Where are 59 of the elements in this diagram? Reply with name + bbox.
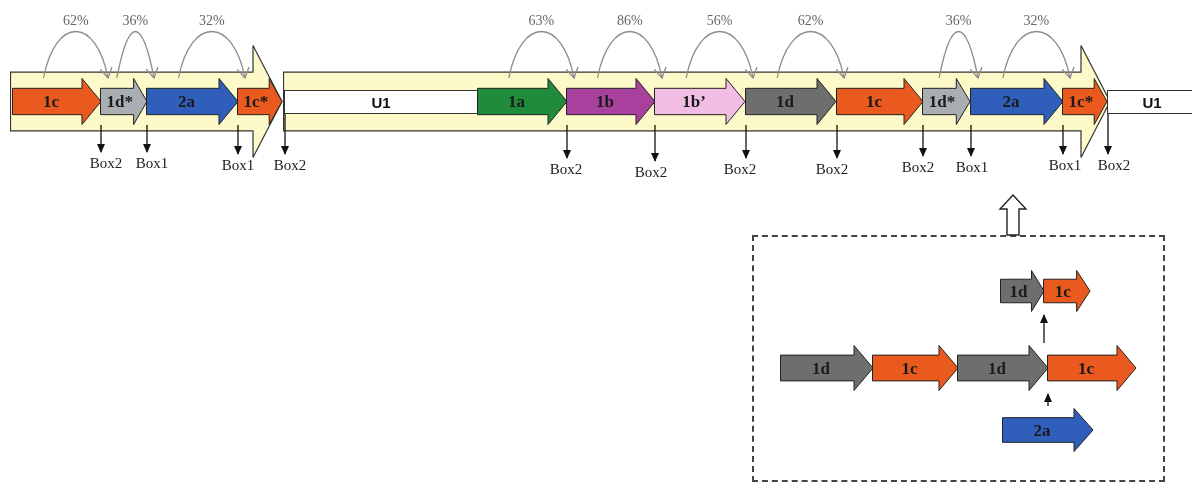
curved-arrow [1002,30,1074,79]
box-label: Box1 [955,159,989,175]
gene-label: 1d [1009,282,1028,300]
gene-label: 1d [776,93,794,110]
arrow [742,124,750,159]
gene-label: 2a [1002,93,1020,110]
region-box [1107,90,1192,114]
gene-label: 1c [901,359,918,377]
gene-label: 2a [1033,421,1051,439]
arrow [833,124,841,159]
box-label: Box2 [815,161,849,177]
region-label: U1 [371,94,391,110]
curved-arrow [177,30,249,79]
gene-label: 1a [508,93,525,110]
gene-label: 1c* [243,93,269,110]
box-label: Box2 [723,161,757,177]
gene-label: 1c [1077,359,1094,377]
curved-arrow [596,30,667,79]
gene-label: 1b’ [682,93,706,110]
gene-label: 1c* [1068,93,1094,110]
gene-label: 1b [596,93,614,110]
arrow [651,124,659,162]
box-label: Box1 [135,155,169,171]
arrow [1104,113,1112,155]
gene-label: 1d [812,359,830,377]
box-label: Box2 [1097,157,1131,173]
box-label: Box2 [89,155,123,171]
curved-arrow [42,30,113,79]
arrow [1044,393,1052,407]
arrow [281,113,289,155]
gene-label: 2a [178,93,195,110]
box-label: Box1 [1048,157,1082,173]
gene-label: 1d* [928,93,956,110]
arrow [919,124,927,157]
arrow [967,124,975,157]
box-label: Box2 [901,159,935,175]
curved-arrow [776,30,848,79]
gene-label: 1d* [106,93,133,110]
gene-label: 1c [42,93,59,110]
gene-label: 1c [865,93,882,110]
arrow [1059,124,1067,155]
box-label: Box2 [549,161,583,177]
arrow [563,124,571,159]
arrow [234,124,242,155]
region-box [284,90,478,114]
box-label: Box2 [273,157,307,173]
curved-arrow [508,30,579,79]
curved-arrow [938,30,983,79]
gene-label: 1c [1054,282,1071,300]
arrow [1040,314,1048,344]
box-label: Box2 [634,164,668,180]
curved-arrow [116,30,159,79]
arrow [143,124,151,153]
arrow [97,124,105,153]
curved-arrow [685,30,757,79]
gene-label: 1d [988,359,1006,377]
region-label: U1 [1142,94,1162,110]
box-label: Box1 [221,157,255,173]
block-arrow [998,193,1028,236]
